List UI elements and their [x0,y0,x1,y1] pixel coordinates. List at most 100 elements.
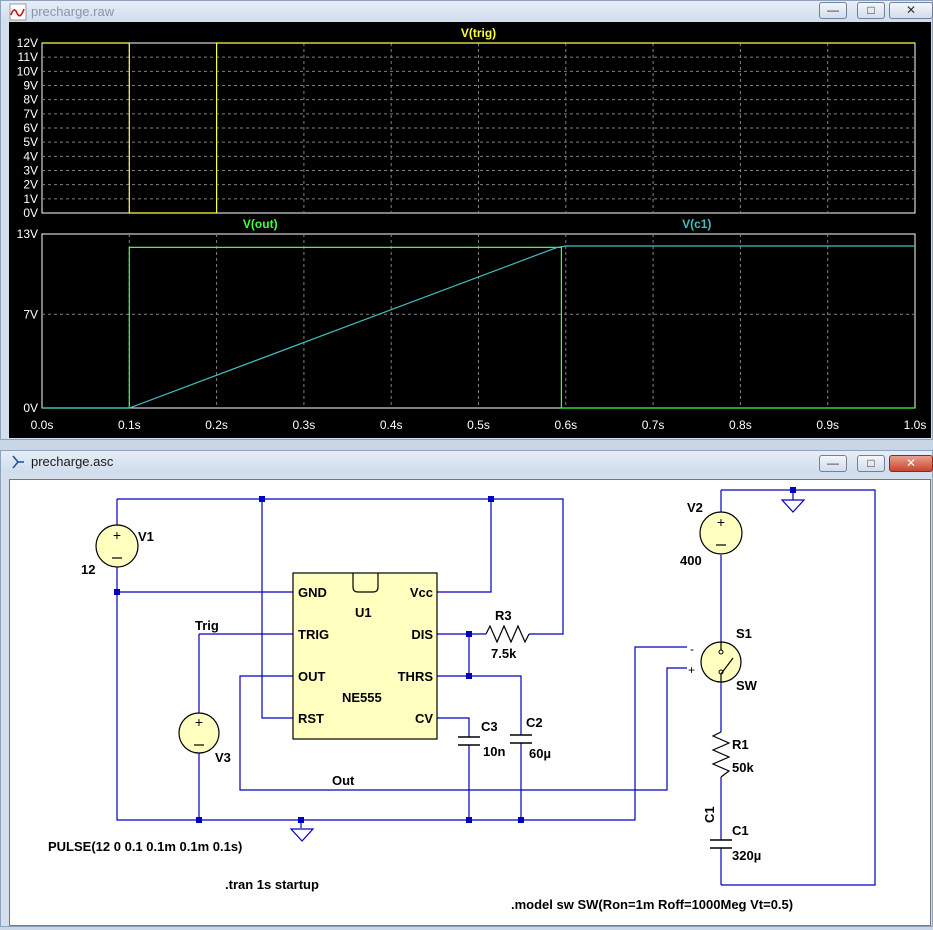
y-tick-label: 8V [23,93,38,107]
close-icon: ✕ [905,3,917,17]
u1-label: U1 [355,605,372,620]
schematic-app-icon [12,455,24,469]
wires [116,489,876,886]
switch-s1[interactable] [700,641,742,683]
minimize-button[interactable]: — [819,455,847,472]
junctions [114,487,796,823]
minimize-button[interactable]: — [819,2,847,19]
x-tick-label: 0.7s [642,418,665,432]
x-tick-label: 1.0s [904,418,927,432]
schematic-canvas[interactable]: + V1 12 + V3 PULSE(12 0 0.1 0.1m 0.1m 0.… [9,479,931,926]
junction-dot [298,817,304,823]
v2-label: V2 [687,500,703,515]
maximize-icon: □ [867,3,875,17]
voltage-source-v3[interactable]: + [178,712,220,754]
y-tick-label: 1V [23,192,38,206]
y-tick-label: 7V [23,107,38,121]
capacitor-c2[interactable] [510,734,532,744]
y-tick-label: 5V [23,135,38,149]
ground-icon [780,499,806,513]
y-tick-label: 0V [23,206,38,220]
v1-value: 12 [81,562,95,577]
junction-dot [466,673,472,679]
x-tick-label: 0.5s [467,418,490,432]
pin-trig-label: TRIG [298,627,329,642]
maximize-icon: □ [867,456,875,470]
y-tick-label: 7V [23,307,38,321]
y-tick-label: 13V [17,227,38,241]
capacitor-c3[interactable] [458,736,480,746]
svg-text:+: + [195,714,203,730]
waveform-plots[interactable]: 12V11V10V9V8V7V6V5V4V3V2V1V0VV(trig)13V7… [9,22,933,438]
switch-plus: + [688,663,695,677]
series-legend-label: V(trig) [461,26,496,40]
schematic-titlebar[interactable]: precharge.asc — □ ✕ [1,451,933,473]
close-button[interactable]: ✕ [889,455,933,472]
maximize-button[interactable]: □ [857,2,885,19]
capacitor-c1[interactable] [710,839,732,849]
pin-thrs-label: THRS [398,669,434,684]
u1-model: NE555 [342,690,382,705]
c3-value: 10n [483,744,505,759]
junction-dot [466,817,472,823]
wire [491,498,564,635]
x-tick-label: 0.9s [816,418,839,432]
series-line-v-trig- [42,42,915,214]
schematic-window: precharge.asc — □ ✕ [0,450,933,927]
s1-label: S1 [736,626,752,641]
c1-label: C1 [732,823,749,838]
waveform-app-icon [9,3,27,21]
resistor-r1[interactable] [711,731,731,778]
resistor-r3[interactable] [485,624,530,644]
wire [437,675,522,735]
tran-directive: .tran 1s startup [225,877,319,892]
series-line-v-c1- [42,245,915,409]
x-tick-label: 0.8s [729,418,752,432]
x-tick-label: 0.0s [31,418,54,432]
x-tick-label: 0.1s [118,418,141,432]
y-tick-label: 3V [23,164,38,178]
y-tick-label: 12V [17,36,38,50]
c1-value: 320µ [732,848,761,863]
minimize-icon: — [827,456,839,470]
close-icon: ✕ [905,456,917,470]
x-tick-label: 0.2s [205,418,228,432]
y-tick-label: 9V [23,79,38,93]
junction-dot [488,496,494,502]
waveform-titlebar[interactable]: precharge.raw — □ ✕ [1,1,933,23]
junction-dot [518,817,524,823]
v3-label: V3 [215,750,231,765]
voltage-source-v2[interactable]: + [699,511,743,555]
wire [261,499,293,719]
r3-label: R3 [495,608,512,623]
pin-vcc-label: Vcc [410,585,433,600]
series-legend-label: V(c1) [682,217,711,231]
pin-rst-label: RST [298,711,324,726]
wire [116,563,687,821]
pin-gnd-label: GND [298,585,327,600]
svg-text:+: + [113,527,121,543]
r3-value: 7.5k [491,646,517,661]
switch-minus: - [690,642,694,656]
junction-dot [259,496,265,502]
c3-label: C3 [481,719,498,734]
series-legend-label: V(out) [243,217,278,231]
junction-dot [114,589,120,595]
junction-dot [466,631,472,637]
ne555-ic-u1[interactable] [292,572,438,740]
schematic-window-title: precharge.asc [31,454,114,469]
x-tick-label: 0.3s [293,418,316,432]
y-tick-label: 2V [23,178,38,192]
schematic-drawing[interactable]: + V1 12 + V3 PULSE(12 0 0.1 0.1m 0.1m 0.… [10,480,932,925]
voltage-source-v1[interactable]: + [95,524,139,568]
minimize-icon: — [827,3,839,17]
y-tick-label: 6V [23,121,38,135]
y-tick-label: 4V [23,149,38,163]
close-button[interactable]: ✕ [889,2,933,19]
ground-icon [289,828,315,842]
y-tick-label: 0V [23,401,38,415]
maximize-button[interactable]: □ [857,455,885,472]
junction-dot [790,487,796,493]
